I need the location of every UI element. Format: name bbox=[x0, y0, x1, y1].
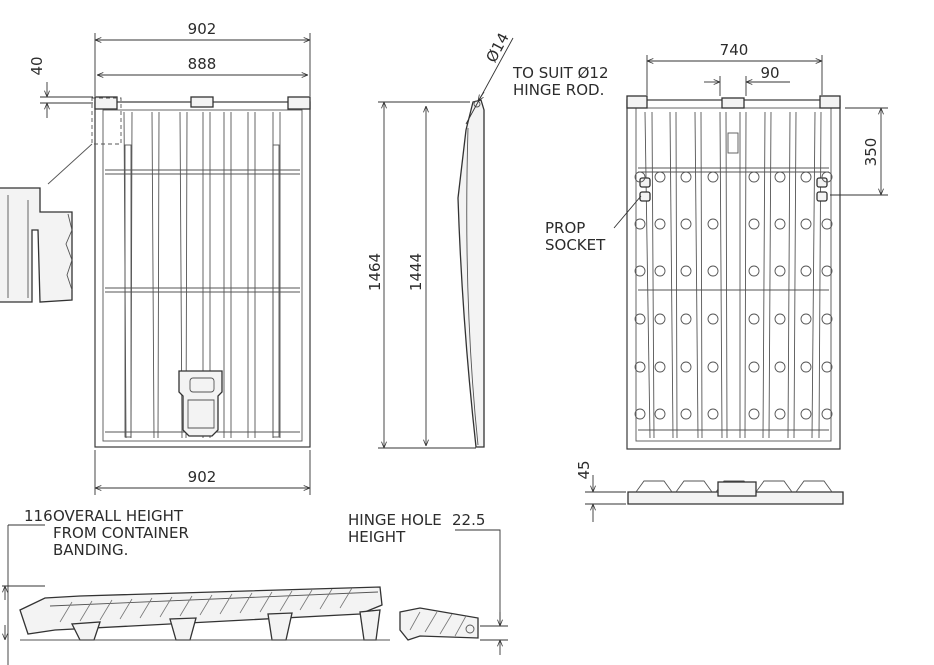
hinge-height-dim-label: 22.5 bbox=[452, 511, 485, 529]
section-note-line2: FROM CONTAINER bbox=[53, 524, 189, 542]
side-inner-dim-label: 1444 bbox=[407, 253, 425, 291]
rear-prop-label-line1: PROP bbox=[545, 219, 585, 237]
section-height-dim-label: 116 bbox=[24, 507, 53, 525]
front-top-dim-label: 902 bbox=[188, 20, 217, 38]
section-note-line1: OVERALL HEIGHT bbox=[53, 507, 184, 525]
side-view: Ø14 TO SUIT Ø12 HINGE ROD. 1464 1444 bbox=[366, 30, 609, 449]
end-thickness-dim-label: 45 bbox=[575, 460, 593, 479]
rear-prop-label-line2: SOCKET bbox=[545, 236, 606, 254]
rear-view: 740 90 350 PROP SOCKET bbox=[545, 41, 888, 450]
side-note-line2: HINGE ROD. bbox=[513, 81, 604, 99]
rear-width-dim-label: 740 bbox=[720, 41, 749, 59]
front-view: 902 888 40 902 bbox=[0, 20, 311, 495]
side-note-line1: TO SUIT Ø12 bbox=[512, 64, 609, 82]
section-note-line3: BANDING. bbox=[53, 541, 128, 559]
side-overall-dim-label: 1464 bbox=[366, 253, 384, 291]
rear-prop-dim-label: 350 bbox=[862, 138, 880, 167]
front-bottom-dim-label: 902 bbox=[188, 468, 217, 486]
front-lip-dim-label: 40 bbox=[28, 56, 46, 75]
hole-grid bbox=[634, 171, 833, 420]
front-inner-dim-label: 888 bbox=[188, 55, 217, 73]
section-view: 116 OVERALL HEIGHT FROM CONTAINER BANDIN… bbox=[2, 507, 390, 665]
hinge-label-line1: HINGE HOLE bbox=[348, 511, 442, 529]
hinge-detail: HINGE HOLE HEIGHT 22.5 bbox=[348, 511, 508, 655]
end-elevation: 45 bbox=[575, 460, 844, 522]
hinge-label-line2: HEIGHT bbox=[348, 528, 406, 546]
rear-center-dim-label: 90 bbox=[760, 64, 779, 82]
